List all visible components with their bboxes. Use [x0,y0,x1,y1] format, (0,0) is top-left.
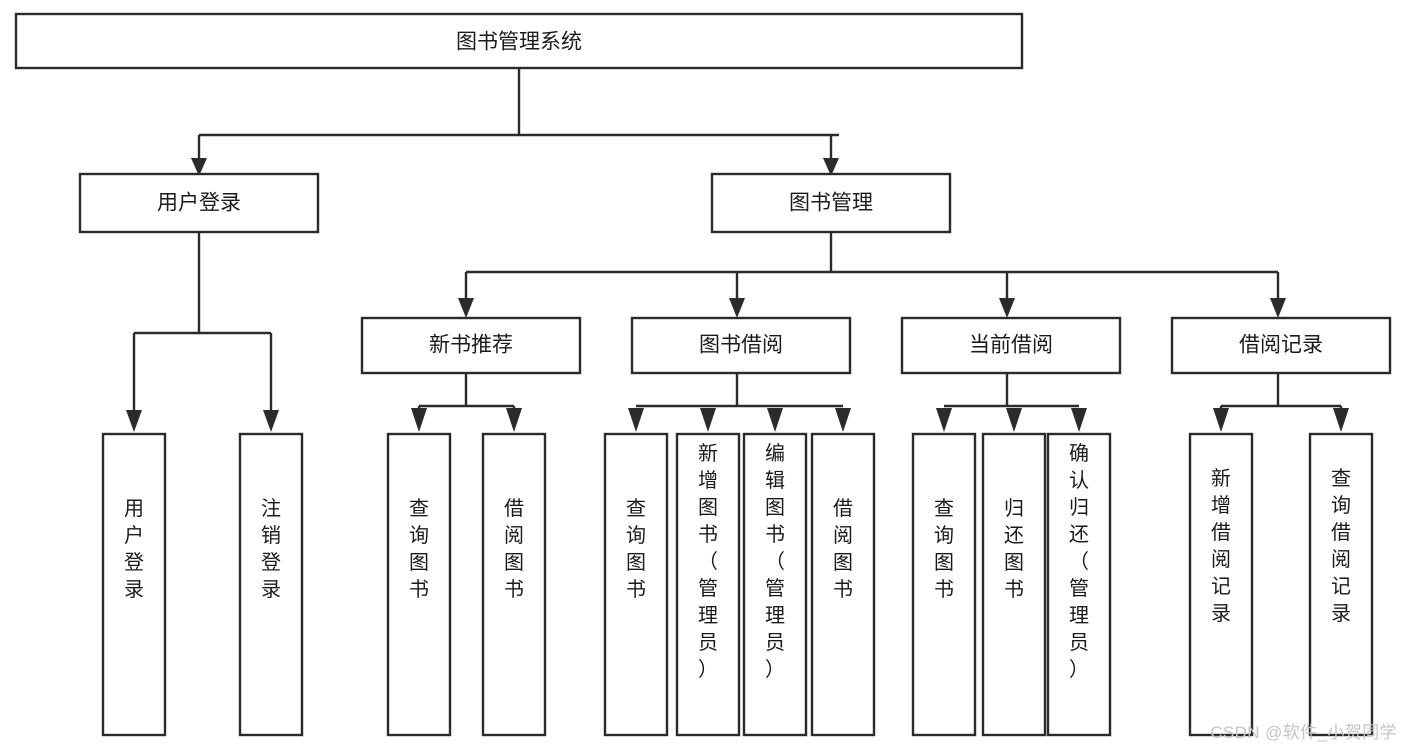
node-leaf-query-book-3-box[interactable] [911,432,977,737]
node-root-label: 图书管理系统 [456,31,582,54]
node-leaf-query-book-1-box[interactable] [386,432,452,737]
node-leaf-borrow-book-2[interactable]: 借阅图书 [810,432,876,737]
node-book-manage[interactable]: 图书管理 [710,172,952,234]
node-leaf-add-borrow-record[interactable]: 新增借阅记录 [1188,432,1254,737]
arrow-head-leaf-query-book-2 [628,408,644,432]
node-leaf-user-login-box[interactable] [101,432,167,737]
node-leaf-return-book[interactable]: 归还图书 [981,432,1047,737]
arrow-head-leaf-user-login [126,410,142,432]
node-leaf-query-book-2-label: 查询图书 [626,497,646,601]
node-leaf-edit-book-admin-box[interactable] [742,432,808,737]
node-leaf-query-borrow-record-box[interactable] [1308,432,1374,737]
node-leaf-confirm-return-admin-box[interactable] [1046,432,1112,737]
arrow-head-leaf-borrow-book-2 [835,408,851,432]
node-leaf-user-login[interactable]: 用户登录 [101,432,167,737]
node-new-book-recommend-label: 新书推荐 [429,334,513,357]
connector-group-current-borrow [936,373,1087,432]
node-user-login-box[interactable] [78,172,320,234]
arrow-head-leaf-user-logout [263,410,279,432]
node-book-borrow-box[interactable] [630,316,852,375]
connector-group-user-login [126,232,279,432]
arrow-head-leaf-confirm-return-admin [1071,408,1087,432]
node-leaf-add-borrow-record-box[interactable] [1188,432,1254,737]
node-leaf-edit-book-admin[interactable]: 编辑图书（管理员） [742,432,808,737]
connector-group-root [191,68,839,176]
arrow-head-leaf-borrow-book-1 [506,408,522,432]
arrow-head-leaf-query-borrow-record [1333,408,1349,432]
connector-group-book-manage [458,232,1286,318]
arrow-head-leaf-return-book [1006,408,1022,432]
node-user-login-label: 用户登录 [157,192,241,215]
node-new-book-recommend-box[interactable] [360,316,582,375]
node-current-borrow-label: 当前借阅 [969,334,1053,357]
node-leaf-borrow-book-1[interactable]: 借阅图书 [481,432,547,737]
arrow-head-book-manage [823,158,839,176]
node-leaf-user-logout-label: 注销登录 [261,497,281,601]
node-leaf-user-login-label: 用户登录 [124,498,144,601]
node-borrow-record-box[interactable] [1170,316,1392,375]
node-book-manage-label: 图书管理 [789,192,873,215]
node-leaf-user-logout-box[interactable] [238,432,304,737]
node-user-login[interactable]: 用户登录 [78,172,320,234]
node-leaf-query-book-3-label: 查询图书 [934,497,954,601]
node-leaf-borrow-book-1-label: 借阅图书 [504,497,524,601]
arrow-head-leaf-add-borrow-record [1213,408,1229,432]
node-leaf-add-borrow-record-label: 新增借阅记录 [1211,467,1231,625]
node-new-book-recommend[interactable]: 新书推荐 [360,316,582,375]
node-leaf-query-book-2[interactable]: 查询图书 [603,432,669,737]
node-leaf-borrow-book-2-box[interactable] [810,432,876,737]
arrow-head-leaf-edit-book-admin [767,408,783,432]
node-leaf-confirm-return-admin[interactable]: 确认归还（管理员） [1046,432,1112,737]
node-current-borrow-box[interactable] [900,316,1122,375]
node-leaf-borrow-book-1-box[interactable] [481,432,547,737]
connector-group-borrow-record [1213,373,1349,432]
node-leaf-add-book-admin[interactable]: 新增图书（管理员） [675,432,741,737]
node-leaf-query-book-1[interactable]: 查询图书 [386,432,452,737]
node-borrow-record[interactable]: 借阅记录 [1170,316,1392,375]
node-root[interactable]: 图书管理系统 [14,12,1024,70]
node-leaf-query-book-3[interactable]: 查询图书 [911,432,977,737]
node-borrow-record-label: 借阅记录 [1239,334,1323,357]
csdn-watermark: CSDN @软件_小贺同学 [1210,723,1397,742]
node-book-borrow-label: 图书借阅 [699,334,783,357]
node-leaf-confirm-return-admin-label: 确认归还（管理员） [1069,442,1089,681]
node-leaf-query-borrow-record-label: 查询借阅记录 [1331,467,1351,625]
arrow-head-leaf-query-book-3 [936,408,952,432]
arrow-head-new-book-recommend [458,298,474,318]
node-leaf-return-book-box[interactable] [981,432,1047,737]
arrow-head-book-borrow [729,298,745,318]
node-book-borrow[interactable]: 图书借阅 [630,316,852,375]
connector-group-book-borrow [628,373,851,432]
node-leaf-add-book-admin-box[interactable] [675,432,741,737]
node-leaf-query-borrow-record[interactable]: 查询借阅记录 [1308,432,1374,737]
node-current-borrow[interactable]: 当前借阅 [900,316,1122,375]
node-leaf-add-book-admin-label: 新增图书（管理员） [698,442,718,681]
node-leaf-query-book-2-box[interactable] [603,432,669,737]
node-root-box[interactable] [14,12,1024,70]
node-leaf-edit-book-admin-label: 编辑图书（管理员） [765,442,785,681]
arrow-head-borrow-record [1270,298,1286,318]
arrow-head-leaf-add-book-admin [700,408,716,432]
node-leaf-query-book-1-label: 查询图书 [409,497,429,601]
connector-group-new-book-recommend [411,373,522,432]
arrow-head-current-borrow [999,298,1015,318]
node-leaf-user-logout[interactable]: 注销登录 [238,432,304,737]
arrow-head-leaf-query-book-1 [411,408,427,432]
node-leaf-borrow-book-2-label: 借阅图书 [833,497,853,601]
node-leaf-return-book-label: 归还图书 [1004,497,1024,601]
arrow-head-user-login [191,158,207,176]
node-book-manage-box[interactable] [710,172,952,234]
